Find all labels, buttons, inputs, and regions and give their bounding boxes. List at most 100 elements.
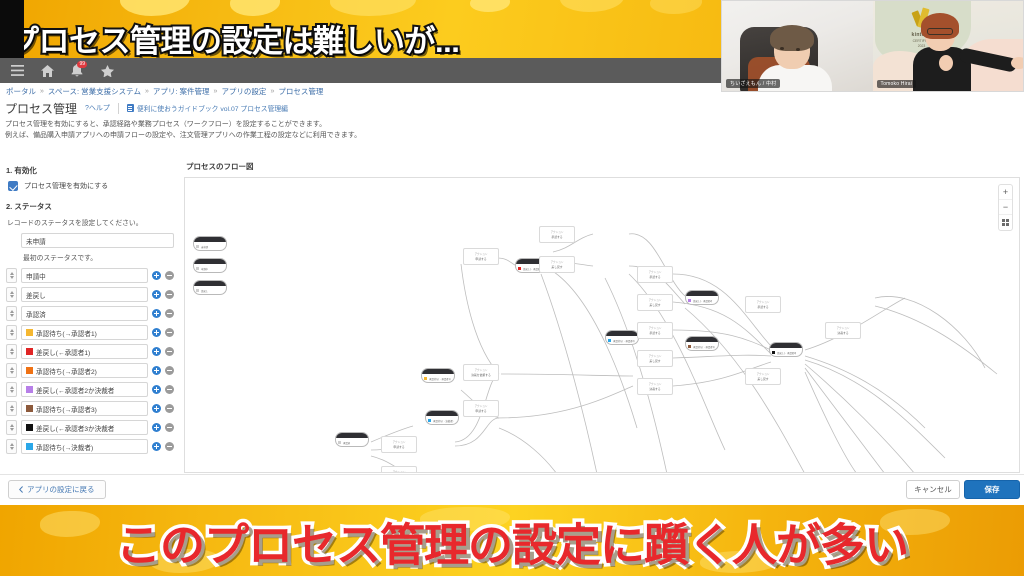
status-name-input[interactable]: 承認待ち(→決裁者) — [21, 439, 148, 454]
flow-status-node[interactable]: 差戻し(←承認者3) — [769, 342, 803, 357]
cancel-button[interactable]: キャンセル — [906, 480, 960, 499]
add-status-icon[interactable] — [152, 290, 161, 299]
back-to-app-settings-button[interactable]: アプリの設定に戻る — [8, 480, 106, 499]
flow-action-node[interactable]: アクション決裁する — [637, 378, 673, 395]
drag-handle-icon[interactable] — [6, 382, 17, 397]
flow-node-label: 差戻し(←承認者3) — [776, 351, 796, 355]
breadcrumb-item-1[interactable]: スペース: 営業支援システム — [47, 87, 141, 96]
person2-hand-2 — [938, 55, 953, 71]
drag-handle-icon[interactable] — [6, 268, 17, 283]
status-color-swatch — [26, 443, 33, 450]
bottom-caption-band: このプロセス管理の設定に躓く人が多い — [0, 505, 1024, 576]
drag-handle-icon[interactable] — [6, 439, 17, 454]
flow-action-node[interactable]: アクション決裁する — [825, 322, 861, 339]
footer-bar: アプリの設定に戻る キャンセル 保存 — [0, 474, 1024, 505]
flow-status-node[interactable]: 未申請 — [193, 236, 227, 251]
zoom-out-button[interactable]: − — [999, 200, 1012, 215]
add-status-icon[interactable] — [152, 347, 161, 356]
save-button[interactable]: 保存 — [964, 480, 1020, 499]
chevron-left-icon — [19, 486, 23, 493]
status-name-input[interactable]: 申請中 — [21, 268, 148, 283]
star-icon[interactable] — [94, 60, 120, 82]
add-status-icon[interactable] — [152, 404, 161, 413]
add-status-icon[interactable] — [152, 309, 161, 318]
flow-status-node[interactable]: 承認済 — [335, 432, 369, 447]
back-button-label: アプリの設定に戻る — [27, 485, 95, 494]
delete-status-icon[interactable] — [165, 442, 174, 451]
delete-status-icon[interactable] — [165, 290, 174, 299]
status-name-input[interactable]: 承認済 — [21, 306, 148, 321]
flow-status-node[interactable]: 差戻し — [193, 280, 227, 295]
flow-action-node[interactable]: アクション差し戻す — [745, 368, 781, 385]
drag-handle-icon[interactable] — [6, 325, 17, 340]
delete-status-icon[interactable] — [165, 347, 174, 356]
enable-process-checkbox[interactable] — [8, 181, 18, 191]
add-status-icon[interactable] — [152, 385, 161, 394]
flow-status-node[interactable]: 承認待ち(→承認者1) — [421, 368, 455, 383]
hamburger-menu-icon[interactable] — [4, 60, 30, 82]
flow-action-node[interactable]: アクション承認する — [637, 322, 673, 339]
status-name-value: 差戻し(←承認者1) — [36, 349, 91, 357]
flow-node-label: 差戻し(←承認者2) — [692, 299, 712, 303]
delete-status-icon[interactable] — [165, 328, 174, 337]
flow-action-node[interactable]: アクション申請する — [381, 436, 417, 453]
add-status-icon[interactable] — [152, 423, 161, 432]
flow-status-node[interactable]: 申請中 — [193, 258, 227, 273]
delete-status-icon[interactable] — [165, 423, 174, 432]
drag-handle-icon[interactable] — [6, 363, 17, 378]
flow-action-node[interactable]: アクション申請する — [463, 248, 499, 265]
breadcrumb-item-3[interactable]: アプリの設定 — [221, 87, 267, 96]
delete-status-icon[interactable] — [165, 271, 174, 280]
status-name-input[interactable]: 未申請 — [21, 233, 174, 248]
flow-node-label: 申請中 — [200, 267, 208, 271]
status-name-input[interactable]: 承認待ち(→承認者2) — [21, 363, 148, 378]
enable-process-checkbox-row[interactable]: プロセス管理を有効にする — [6, 181, 174, 191]
status-name-input[interactable]: 差戻し — [21, 287, 148, 302]
status-name-input[interactable]: 差戻し(←承認者1) — [21, 344, 148, 359]
flow-action-node[interactable]: アクション差し戻す — [637, 294, 673, 311]
flow-action-node[interactable]: アクション承認する — [637, 266, 673, 283]
drag-handle-icon[interactable] — [6, 306, 17, 321]
add-status-icon[interactable] — [152, 366, 161, 375]
drag-handle-icon[interactable] — [6, 344, 17, 359]
person-hair — [770, 25, 814, 51]
flow-action-node[interactable]: アクション承認する — [745, 296, 781, 313]
status-name-input[interactable]: 差戻し(←承認者2か決裁者 — [21, 382, 148, 397]
zoom-in-button[interactable]: + — [999, 185, 1012, 200]
status-name-input[interactable]: 承認待ち(→承認者3) — [21, 401, 148, 416]
flow-status-node[interactable]: 差戻し(←承認者2) — [685, 290, 719, 305]
flow-status-node[interactable]: 承認待ち(→承認者3) — [685, 336, 719, 351]
flow-node-header — [336, 433, 368, 438]
drag-handle-icon[interactable] — [6, 401, 17, 416]
delete-status-icon[interactable] — [165, 366, 174, 375]
bell-icon[interactable]: 99 — [64, 60, 90, 82]
drag-handle-icon[interactable] — [6, 287, 17, 302]
drag-handle-icon[interactable] — [6, 420, 17, 435]
flow-action-node[interactable]: アクション承認する — [539, 226, 575, 243]
guidebook-link[interactable]: 便利に使おうガイドブック vol.07 プロセス管理編 — [126, 103, 288, 113]
process-flow-diagram[interactable]: 未申請申請中差戻し承認済承認待ち(→承認者1)差戻し(←承認者1)承認待ち(→承… — [184, 177, 1020, 473]
delete-status-icon[interactable] — [165, 309, 174, 318]
delete-status-icon[interactable] — [165, 385, 174, 394]
help-link[interactable]: ?ヘルプ — [85, 105, 110, 112]
breadcrumb-item-0[interactable]: ポータル — [6, 87, 36, 96]
flow-action-node[interactable]: アクション決裁を依頼する — [463, 364, 499, 381]
flow-action-node[interactable]: アクション差し戻す — [539, 256, 575, 273]
breadcrumb-item-2[interactable]: アプリ: 案件管理 — [152, 87, 210, 96]
add-status-icon[interactable] — [152, 328, 161, 337]
status-name-input[interactable]: 差戻し(←承認者3か決裁者 — [21, 420, 148, 435]
flow-action-node[interactable]: アクション差し戻す — [637, 350, 673, 367]
flow-zoom-controls[interactable]: + − — [998, 184, 1013, 231]
status-name-input[interactable]: 承認待ち(→承認者1) — [21, 325, 148, 340]
webcam-name-right: Tomoko Hirai — [876, 80, 917, 88]
flow-status-node[interactable]: 承認待ち(→決裁者) — [425, 410, 459, 425]
add-status-icon[interactable] — [152, 271, 161, 280]
flow-status-node[interactable]: 承認待ち(→承認者2) — [605, 330, 639, 345]
home-icon[interactable] — [34, 60, 60, 82]
add-status-icon[interactable] — [152, 442, 161, 451]
flow-action-node[interactable]: アクション取り下げる — [381, 466, 417, 472]
fit-to-screen-icon[interactable] — [999, 215, 1012, 230]
flow-action-node[interactable]: アクション申請する — [463, 400, 499, 417]
delete-status-icon[interactable] — [165, 404, 174, 413]
flow-action-kind: アクション — [550, 260, 564, 264]
